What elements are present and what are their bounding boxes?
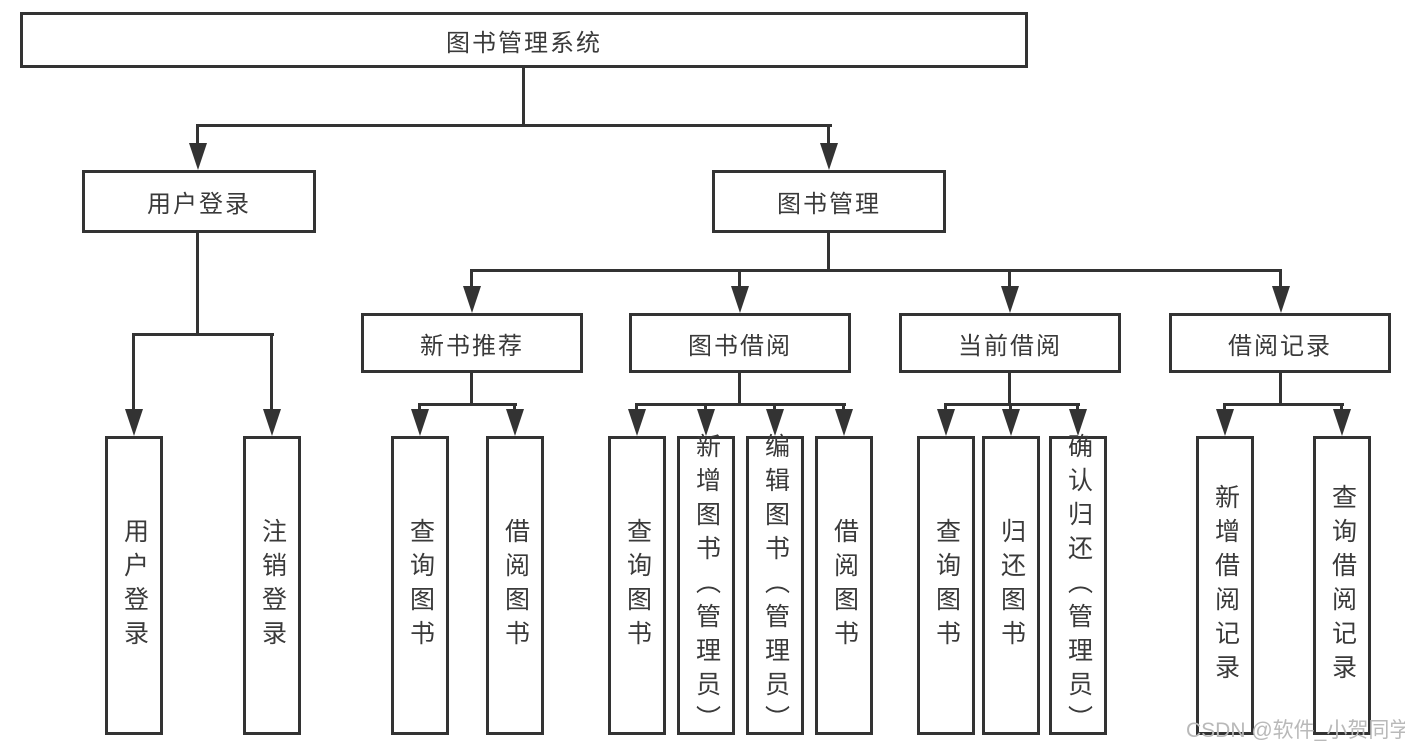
arrowhead-icon: [125, 409, 143, 436]
section-label: 借阅记录: [1228, 332, 1332, 360]
connector-root-stem: [522, 68, 525, 126]
connector-to-leaf: [704, 403, 707, 413]
leaf-label: 借阅图书: [830, 517, 859, 654]
connector-bar: [1223, 403, 1344, 406]
leaf-label: 编辑图书（管理员）: [761, 432, 790, 739]
leaf-label: 查询借阅记录: [1328, 483, 1357, 688]
leaf-label: 注销登录: [258, 517, 287, 654]
leaf-label: 查询图书: [932, 517, 961, 654]
connector-bar: [418, 403, 517, 406]
connector-to-leaf: [418, 403, 421, 413]
branch-label: 图书管理: [777, 191, 881, 218]
connector-to-leaf: [1223, 403, 1226, 413]
section-box-current-borrow: 当前借阅: [899, 313, 1121, 373]
leaf-box-borrow-books-1: 借阅图书: [486, 436, 544, 735]
branch-box-book-mgmt: 图书管理: [712, 170, 946, 233]
root-box-label: 图书管理系统: [446, 29, 602, 57]
connector-to-leaf: [842, 403, 845, 413]
arrowhead-icon: [731, 286, 749, 313]
connector-to-leaf: [270, 333, 273, 411]
leaf-box-logout: 注销登录: [243, 436, 301, 735]
arrowhead-icon: [835, 409, 853, 436]
arrowhead-icon: [1216, 409, 1234, 436]
arrowhead-icon: [766, 409, 784, 436]
arrowhead-icon: [1002, 409, 1020, 436]
connector-to-leaf: [1340, 403, 1343, 413]
connector-to-leaf: [773, 403, 776, 413]
connector-user-login-bar: [132, 333, 274, 336]
arrowhead-icon: [937, 409, 955, 436]
connector-stem: [470, 373, 473, 406]
connector-to-current-borrow: [1008, 269, 1011, 287]
leaf-label: 确认归还（管理员）: [1064, 432, 1093, 739]
connector-book-mgmt-stem: [827, 233, 830, 272]
leaf-box-user-login: 用户登录: [105, 436, 163, 735]
arrowhead-icon: [1069, 409, 1087, 436]
leaf-box-return-books: 归还图书: [982, 436, 1040, 735]
connector-stem: [1279, 373, 1282, 406]
arrowhead-icon: [189, 143, 207, 170]
leaf-label: 借阅图书: [501, 517, 530, 654]
arrowhead-icon: [263, 409, 281, 436]
leaf-box-query-books-1: 查询图书: [391, 436, 449, 735]
arrowhead-icon: [1272, 286, 1290, 313]
connector-stem: [738, 373, 741, 406]
arrowhead-icon: [1001, 286, 1019, 313]
leaf-label: 新增借阅记录: [1211, 483, 1240, 688]
leaf-box-add-borrow-record: 新增借阅记录: [1196, 436, 1254, 735]
arrowhead-icon: [463, 286, 481, 313]
leaf-box-confirm-return-admin: 确认归还（管理员）: [1049, 433, 1107, 739]
connector-to-leaf: [1076, 403, 1079, 413]
leaf-box-add-books-admin: 新增图书（管理员）: [677, 433, 735, 739]
connector-book-mgmt-bar: [470, 269, 1282, 272]
leaf-label: 查询图书: [623, 517, 652, 654]
connector-to-leaf: [1009, 403, 1012, 413]
root-box-library-system: 图书管理系统: [20, 12, 1028, 68]
branch-box-user-login: 用户登录: [82, 170, 316, 233]
connector-root-bar: [196, 124, 832, 127]
connector-to-leaf: [944, 403, 947, 413]
leaf-label: 查询图书: [406, 517, 435, 654]
section-label: 当前借阅: [958, 332, 1062, 360]
connector-to-leaf: [513, 403, 516, 413]
arrowhead-icon: [628, 409, 646, 436]
connector-stem: [1008, 373, 1011, 406]
connector-to-new-books: [470, 269, 473, 287]
leaf-box-query-books-2: 查询图书: [608, 436, 666, 735]
leaf-box-edit-books-admin: 编辑图书（管理员）: [746, 433, 804, 739]
section-box-book-borrow: 图书借阅: [629, 313, 851, 373]
section-box-borrow-records: 借阅记录: [1169, 313, 1391, 373]
leaf-box-query-books-3: 查询图书: [917, 436, 975, 735]
connector-bar: [635, 403, 846, 406]
leaf-label: 归还图书: [997, 517, 1026, 654]
arrowhead-icon: [820, 143, 838, 170]
section-label: 图书借阅: [688, 332, 792, 360]
connector-to-borrow-records: [1279, 269, 1282, 287]
watermark: CSDN @软件_小贺同学: [1186, 719, 1405, 742]
arrowhead-icon: [411, 409, 429, 436]
connector-to-leaf: [635, 403, 638, 413]
connector-to-leaf: [132, 333, 135, 411]
connector-to-user-login: [196, 124, 199, 146]
arrowhead-icon: [1333, 409, 1351, 436]
arrowhead-icon: [697, 409, 715, 436]
arrowhead-icon: [506, 409, 524, 436]
leaf-label: 新增图书（管理员）: [692, 432, 721, 739]
connector-to-book-mgmt: [827, 124, 830, 146]
leaf-label: 用户登录: [120, 517, 149, 654]
connector-bar: [944, 403, 1080, 406]
connector-user-login-stem: [196, 233, 199, 336]
section-label: 新书推荐: [420, 332, 524, 360]
section-box-new-book-recommend: 新书推荐: [361, 313, 583, 373]
branch-label: 用户登录: [147, 191, 251, 218]
leaf-box-borrow-books-2: 借阅图书: [815, 436, 873, 735]
connector-to-book-borrow: [738, 269, 741, 287]
leaf-box-query-borrow-record: 查询借阅记录: [1313, 436, 1371, 735]
